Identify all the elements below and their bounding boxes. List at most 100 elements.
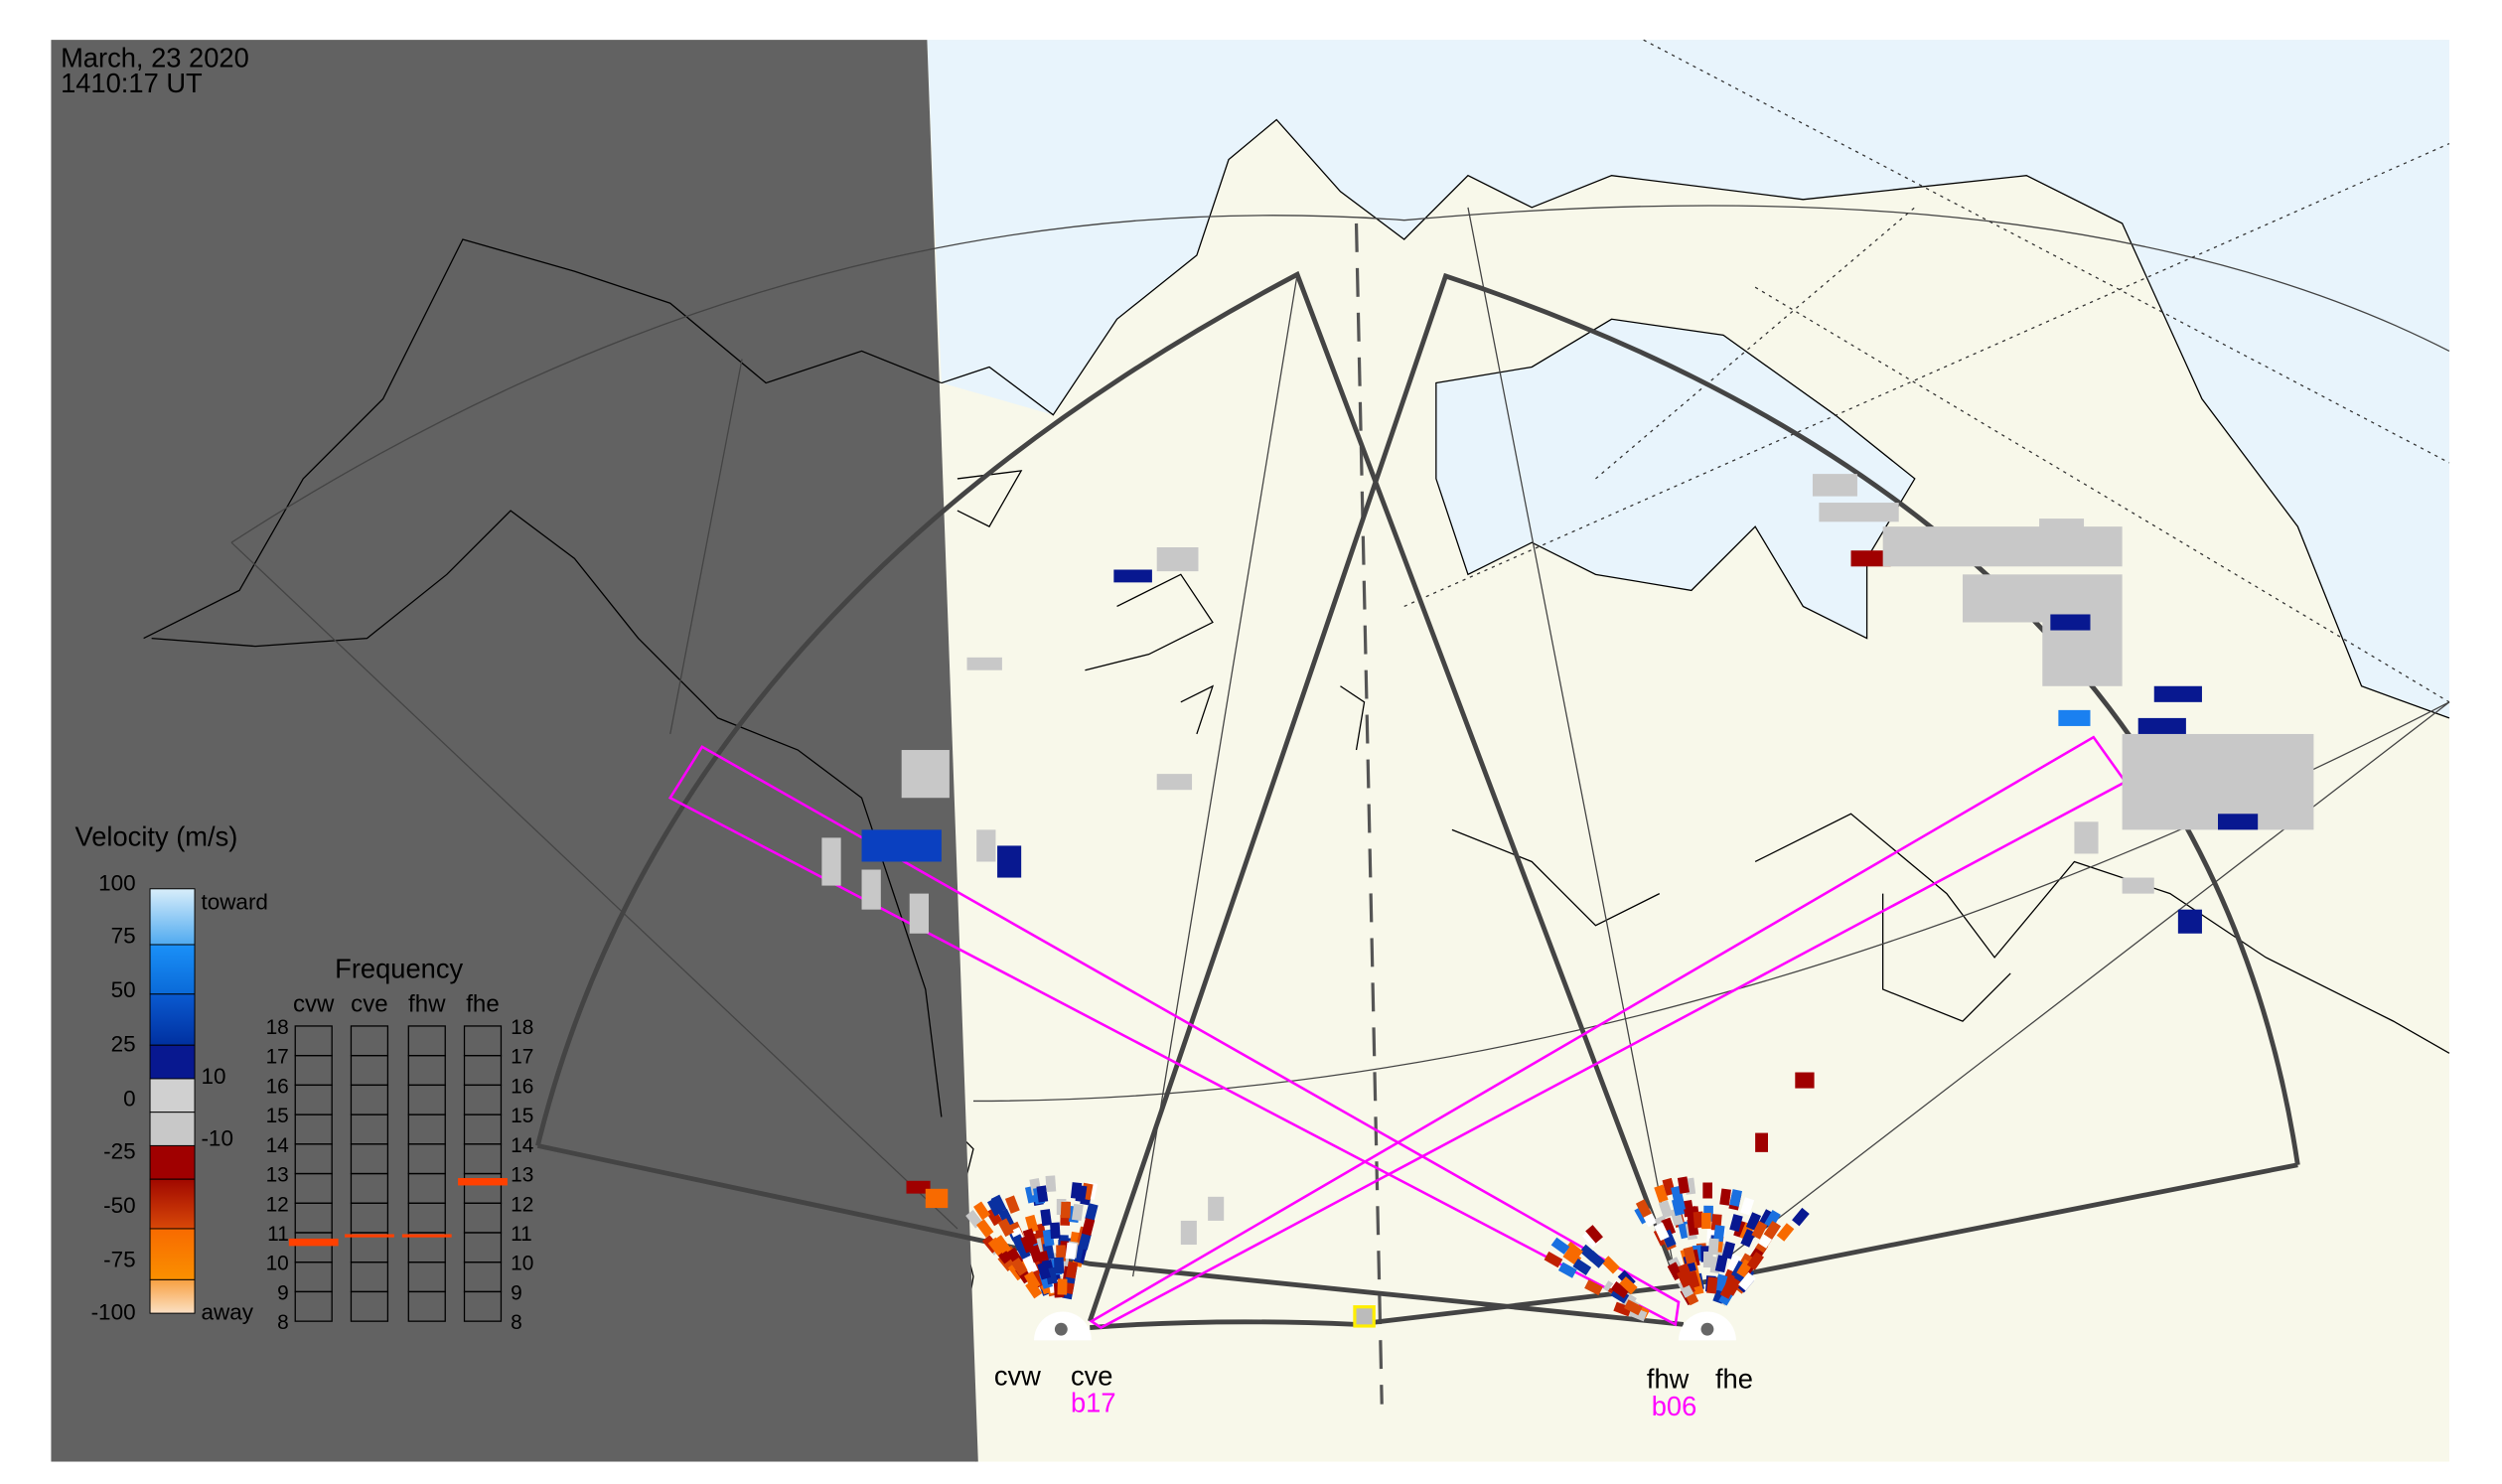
echo-patch	[861, 869, 881, 910]
svg-text:0: 0	[123, 1086, 136, 1111]
echo-cell	[1661, 1217, 1677, 1237]
echo-cell	[1036, 1185, 1049, 1203]
echo-cell	[1776, 1223, 1795, 1242]
echo-cell	[1020, 1235, 1036, 1254]
svg-text:100: 100	[98, 870, 136, 895]
echo-cell	[1635, 1199, 1652, 1218]
radar-site-icon	[1700, 1322, 1714, 1336]
echo-cell	[1544, 1251, 1563, 1268]
time-label: 1410:17 UT	[61, 68, 203, 98]
svg-text:-50: -50	[103, 1193, 136, 1218]
echo-cell	[1056, 1245, 1066, 1261]
frequency-tick-left: 9	[277, 1281, 289, 1304]
echo-cell	[1724, 1276, 1742, 1296]
echo-cell	[1564, 1241, 1583, 1260]
echo-cell	[1721, 1241, 1736, 1260]
echo-cell	[1085, 1203, 1099, 1222]
frequency-tick-right: 11	[511, 1223, 532, 1246]
echo-cell	[993, 1235, 1011, 1254]
echo-patch	[2137, 717, 2186, 734]
frequency-column-label: cvw	[293, 990, 335, 1017]
echo-cell	[1050, 1222, 1061, 1240]
radar-site-fhe	[1679, 1311, 1736, 1341]
echo-patch	[1208, 1196, 1225, 1221]
echo-cell	[1714, 1255, 1728, 1273]
toward-label: toward	[201, 890, 268, 915]
echo-cell	[1585, 1225, 1603, 1244]
frequency-tick-right: 14	[511, 1134, 533, 1157]
echo-patch	[2218, 814, 2259, 830]
frequency-title: Frequency	[335, 954, 463, 984]
echo-cell	[1011, 1234, 1028, 1253]
echo-patch	[906, 1180, 931, 1194]
echo-patch	[909, 893, 929, 934]
echo-cell	[1081, 1218, 1096, 1237]
echo-patch	[2042, 622, 2123, 686]
echo-patch	[1819, 503, 1899, 522]
echo-cell	[1726, 1254, 1743, 1272]
echo-cell	[1677, 1176, 1690, 1194]
echo-cell	[985, 1207, 1003, 1227]
echo-patch	[2058, 709, 2091, 726]
echo-cell	[1004, 1195, 1020, 1214]
frequency-tick-left: 8	[277, 1311, 289, 1334]
echo-patch	[1882, 526, 2123, 567]
away-label: away	[201, 1300, 253, 1325]
conjugate-point-marker	[1353, 1305, 1376, 1328]
echo-cell	[1729, 1214, 1743, 1233]
radar-site-cve	[1034, 1311, 1092, 1341]
echo-cell	[1706, 1276, 1718, 1294]
frequency-column-fhe	[458, 1025, 508, 1322]
echo-cell	[1613, 1301, 1632, 1317]
dashed-meridian	[1354, 223, 1384, 1405]
echo-patch	[925, 1188, 949, 1209]
echo-patch	[2050, 614, 2091, 631]
echo-cell	[1557, 1261, 1577, 1278]
echo-cell	[1025, 1279, 1043, 1299]
echo-cell	[1740, 1197, 1755, 1216]
echo-cell	[1057, 1278, 1068, 1295]
echo-cell	[973, 1201, 990, 1221]
echo-cell	[1738, 1271, 1756, 1291]
frequency-tick-left: 16	[266, 1075, 289, 1098]
echo-cell	[1601, 1256, 1620, 1274]
echo-patch	[1850, 550, 1891, 567]
velocity-legend-title: Velocity (m/s)	[75, 820, 238, 851]
echo-cell	[1658, 1200, 1674, 1219]
hudson-bay	[1435, 318, 1916, 640]
velocity-legend: Velocity (m/s) 100 75 50 25 0 -25 -50 -7…	[75, 820, 268, 1324]
echo-cell	[1763, 1220, 1781, 1240]
echo-patch	[2074, 821, 2099, 854]
frequency-column-label: fhe	[466, 990, 499, 1017]
echo-cell	[1584, 1279, 1603, 1296]
echo-cell	[1065, 1261, 1079, 1279]
echo-patch	[2122, 877, 2154, 894]
echo-cell	[1078, 1232, 1092, 1251]
echo-cell	[1572, 1259, 1592, 1275]
frequency-column-cve	[345, 1025, 394, 1322]
velocity-ticks: 100 75 50 25 0 -25 -50 -75 -100	[91, 870, 136, 1324]
svg-text:75: 75	[111, 923, 136, 948]
echo-cell	[1764, 1210, 1781, 1229]
neg-threshold-label: -10	[201, 1125, 232, 1150]
date-label: March, 23 2020	[61, 42, 249, 73]
frequency-column-label: cve	[351, 990, 387, 1017]
frequency-tick-right: 8	[511, 1311, 522, 1334]
echo-cell	[1677, 1269, 1693, 1288]
echo-cell	[1792, 1207, 1810, 1227]
echo-cell	[1060, 1201, 1072, 1219]
echo-patch	[1755, 1132, 1768, 1152]
frequency-column-fhw	[401, 1025, 452, 1322]
coastlines	[941, 118, 2450, 1462]
frequency-tick-left: 18	[266, 1016, 289, 1039]
echo-cell	[1701, 1212, 1711, 1230]
frequency-marker	[401, 1234, 452, 1238]
beam-lines	[667, 735, 2128, 1330]
frequency-tick-left: 10	[266, 1253, 289, 1275]
echo-cell	[1619, 1276, 1638, 1295]
echo-cell	[1070, 1182, 1083, 1200]
echo-cell	[1010, 1257, 1028, 1276]
frequency-column-label: fhw	[408, 990, 446, 1017]
